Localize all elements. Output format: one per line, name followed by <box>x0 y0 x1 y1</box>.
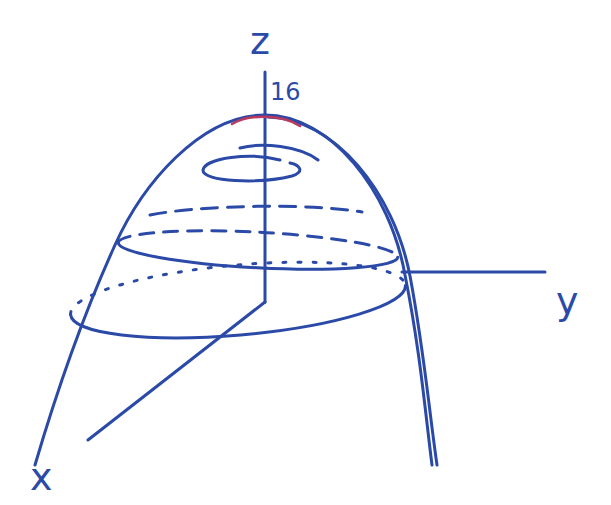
surface-outline <box>265 115 432 465</box>
surface-outline <box>35 115 265 465</box>
surface-outline <box>268 117 437 465</box>
apex-mark <box>232 117 300 126</box>
level-curve <box>118 243 398 270</box>
axis-label: x <box>30 458 53 496</box>
level-curve <box>203 156 300 180</box>
x-axis <box>88 302 265 440</box>
axis-label: z <box>250 22 270 60</box>
level-curve-hidden <box>150 206 362 215</box>
level-curve-hidden <box>71 262 406 314</box>
axis-label: y <box>556 282 579 320</box>
y-axis <box>402 271 545 274</box>
level-curve-hidden <box>118 231 398 258</box>
height-value: 16 <box>270 80 301 104</box>
level-curve <box>71 285 406 337</box>
level-curve <box>240 145 318 160</box>
